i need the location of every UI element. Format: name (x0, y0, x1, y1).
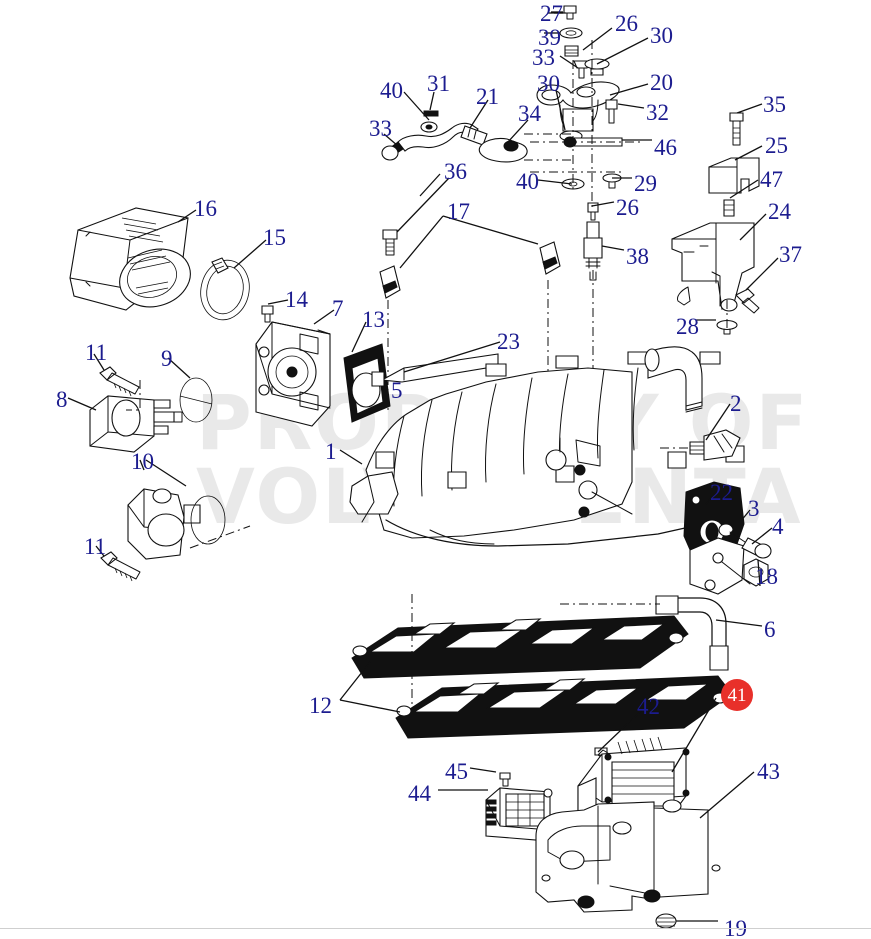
leader-lines (67, 11, 779, 922)
part-group-throttle-linkage (381, 110, 572, 233)
callout-40[interactable]: 40 (516, 169, 539, 194)
callout-23[interactable]: 23 (497, 329, 520, 354)
callout-2[interactable]: 2 (730, 391, 742, 416)
part-hose-6 (560, 595, 729, 671)
callout-12[interactable]: 12 (309, 693, 332, 718)
callout-33[interactable]: 33 (369, 116, 392, 141)
part-throttle-body (255, 305, 331, 427)
callout-27[interactable]: 27 (540, 1, 563, 26)
callout-38[interactable]: 38 (626, 244, 649, 269)
callout-5[interactable]: 5 (391, 378, 403, 403)
callout-11[interactable]: 11 (85, 340, 108, 365)
callout-11[interactable]: 11 (84, 534, 107, 559)
callout-47[interactable]: 47 (760, 167, 783, 192)
callout-43[interactable]: 43 (757, 759, 780, 784)
callout-13[interactable]: 13 (362, 307, 385, 332)
callout-25[interactable]: 25 (765, 133, 788, 158)
footer-rule (0, 928, 871, 929)
callout-34[interactable]: 34 (518, 101, 541, 126)
callout-31[interactable]: 31 (427, 71, 450, 96)
callout-3[interactable]: 3 (748, 496, 760, 521)
callout-24[interactable]: 24 (768, 199, 791, 224)
callout-32[interactable]: 32 (646, 100, 669, 125)
callout-10[interactable]: 10 (131, 449, 154, 474)
part-intake-manifold (349, 346, 745, 569)
part-sensor-2 (660, 429, 741, 461)
part-group-egr-plate (689, 523, 772, 595)
part-group-bracket-assembly (671, 112, 760, 335)
callout-37[interactable]: 37 (779, 242, 802, 267)
callout-30[interactable]: 30 (537, 71, 560, 96)
callout-16[interactable]: 16 (194, 196, 217, 221)
part-group-rocker-assembly (530, 5, 640, 370)
callout-1[interactable]: 1 (325, 439, 337, 464)
callout-26[interactable]: 26 (616, 195, 639, 220)
part-group-intake-gaskets (351, 594, 733, 739)
callout-36[interactable]: 36 (444, 159, 467, 184)
callout-45[interactable]: 45 (445, 759, 468, 784)
callout-41-highlighted[interactable]: 41 (721, 679, 753, 711)
part-hose-clamp (200, 257, 250, 321)
callout-40[interactable]: 40 (380, 78, 403, 103)
callout-4[interactable]: 4 (772, 514, 784, 539)
callout-30[interactable]: 30 (650, 23, 673, 48)
callout-14[interactable]: 14 (285, 287, 308, 312)
callout-17[interactable]: 17 (447, 199, 470, 224)
callout-18[interactable]: 18 (755, 564, 778, 589)
part-group-clips (379, 229, 561, 410)
callout-7[interactable]: 7 (332, 296, 344, 321)
callout-8[interactable]: 8 (56, 387, 68, 412)
part-mounting-plate-43 (535, 799, 721, 929)
callout-21[interactable]: 21 (476, 84, 499, 109)
callout-15[interactable]: 15 (263, 225, 286, 250)
callout-39[interactable]: 39 (538, 25, 561, 50)
callout-35[interactable]: 35 (763, 92, 786, 117)
callout-20[interactable]: 20 (650, 70, 673, 95)
callout-42[interactable]: 42 (637, 694, 660, 719)
callout-28[interactable]: 28 (676, 314, 699, 339)
part-group-sensors (89, 366, 251, 582)
part-air-cleaner (69, 207, 191, 311)
callout-6[interactable]: 6 (764, 617, 776, 642)
callout-46[interactable]: 46 (654, 135, 677, 160)
callout-22[interactable]: 22 (710, 480, 733, 505)
callout-26[interactable]: 26 (615, 11, 638, 36)
callout-33[interactable]: 33 (532, 45, 555, 70)
callout-29[interactable]: 29 (634, 171, 657, 196)
callout-44[interactable]: 44 (408, 781, 431, 806)
callout-9[interactable]: 9 (161, 346, 173, 371)
